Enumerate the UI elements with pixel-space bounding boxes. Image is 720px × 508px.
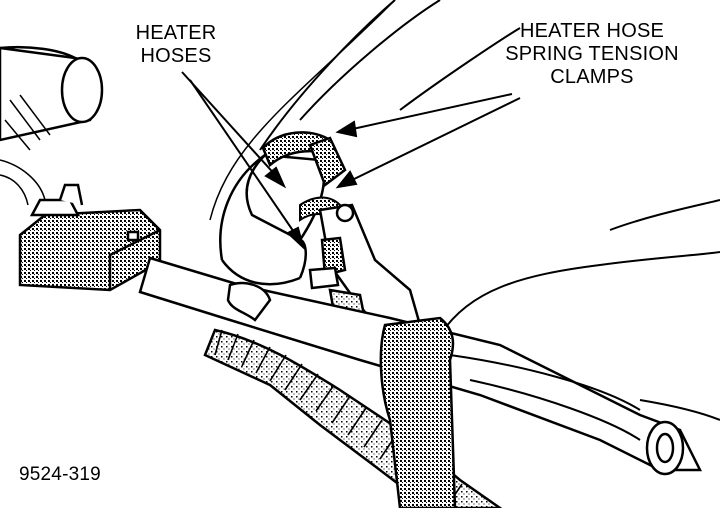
electrical-connector bbox=[18, 183, 162, 292]
upper-left-tube bbox=[0, 45, 104, 142]
spring-clamps-line-2: SPRING TENSION bbox=[505, 43, 679, 65]
spring-clamps-line-3: CLAMPS bbox=[550, 66, 634, 88]
valve-bracket bbox=[308, 203, 422, 332]
hose-retaining-strap bbox=[379, 316, 457, 508]
heater-hoses-callout: HEATER HOSES bbox=[111, 22, 241, 68]
right-hose-edge bbox=[449, 354, 641, 441]
spring-clamps-line-1: HEATER HOSE bbox=[519, 20, 665, 42]
heater-hoses-line-1: HEATER bbox=[135, 22, 217, 44]
spring-clamps-callout: HEATER HOSE SPRING TENSION CLAMPS bbox=[478, 20, 706, 89]
firewall-contour-lines bbox=[209, 0, 720, 421]
leader-lines bbox=[181, 71, 521, 251]
figure-number: 9524-319 bbox=[19, 464, 101, 485]
spring-clamp-upper bbox=[261, 131, 347, 188]
heater-hoses-line-2: HOSES bbox=[140, 45, 212, 67]
left-hatching bbox=[0, 94, 51, 206]
